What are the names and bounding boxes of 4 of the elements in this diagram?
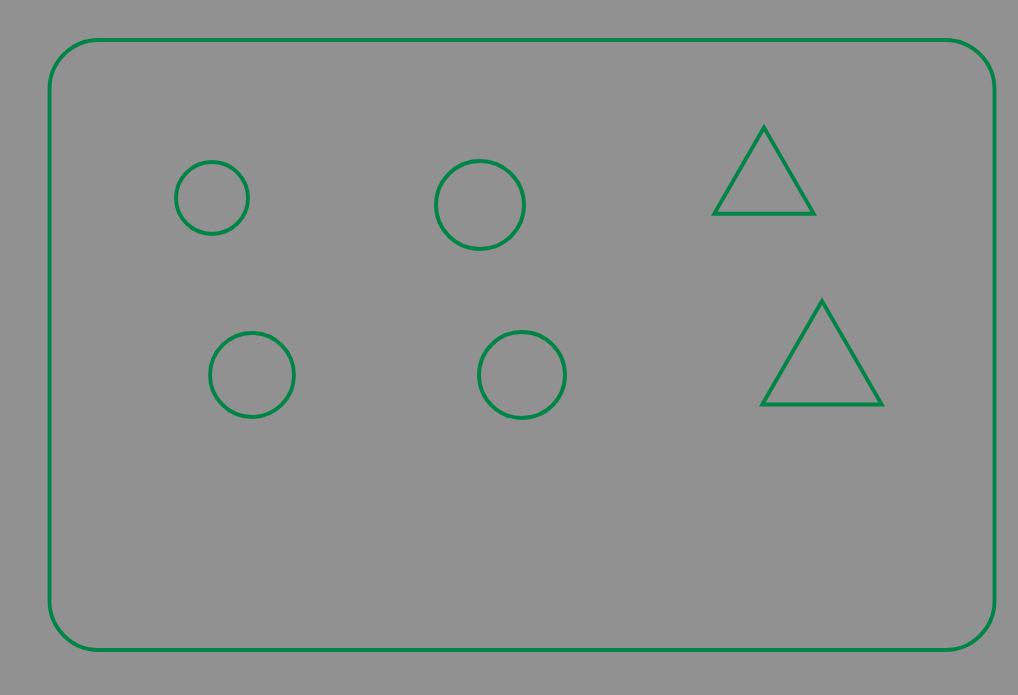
circle [208,331,296,419]
circle [434,159,526,251]
circle [174,160,250,236]
circle [477,330,567,420]
